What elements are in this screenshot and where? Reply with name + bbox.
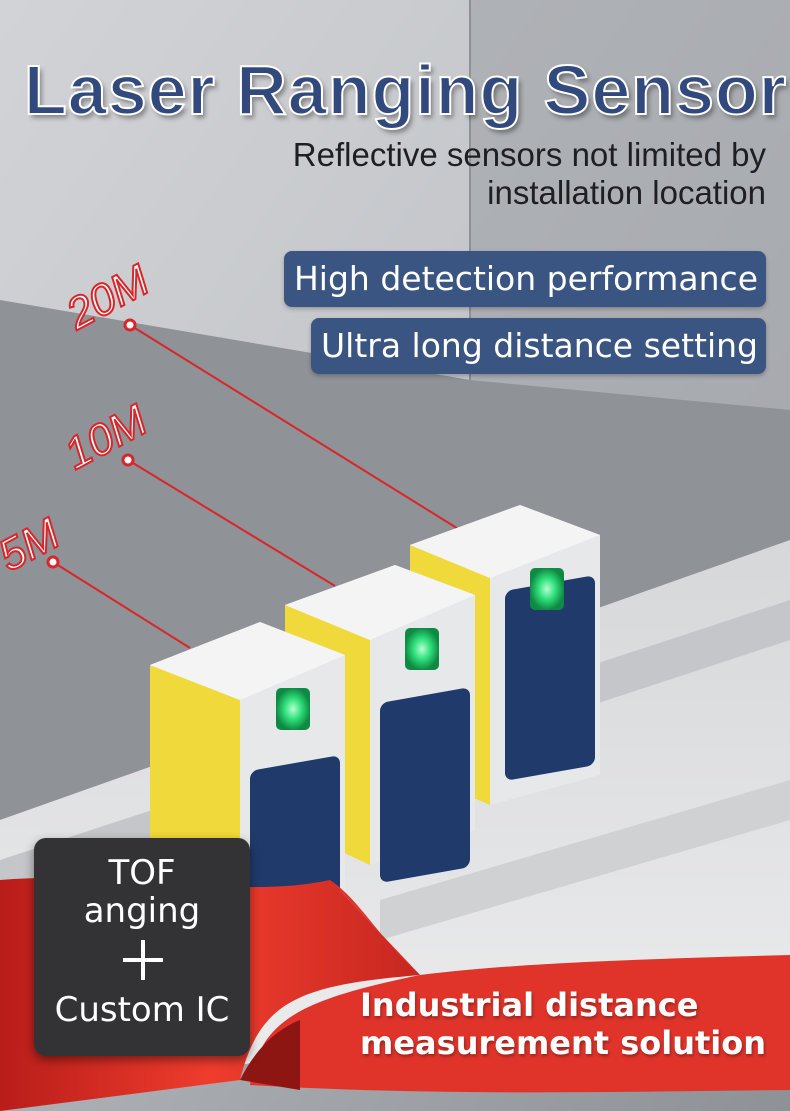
tof-info-box: TOF anging Custom IC [34,838,250,1056]
plus-icon [123,940,163,980]
feature-badge-distance: Ultra long distance setting [311,318,766,374]
banner-text: Industrial distance measurement solution [360,986,780,1062]
custom-ic-label: Custom IC [54,990,230,1030]
subtitle-line-1: Reflective sensors not limited by [292,136,766,173]
banner-line-1: Industrial distance [360,986,699,1024]
subtitle-line-2: installation location [487,174,766,211]
page-title: Laser Ranging Sensor [23,51,787,129]
tof-label: TOF [108,853,176,893]
ranging-label: anging [83,891,201,931]
subtitle: Reflective sensors not limited by instal… [146,136,766,212]
banner-line-2: measurement solution [360,1024,767,1062]
feature-badge-detection: High detection performance [283,251,766,307]
